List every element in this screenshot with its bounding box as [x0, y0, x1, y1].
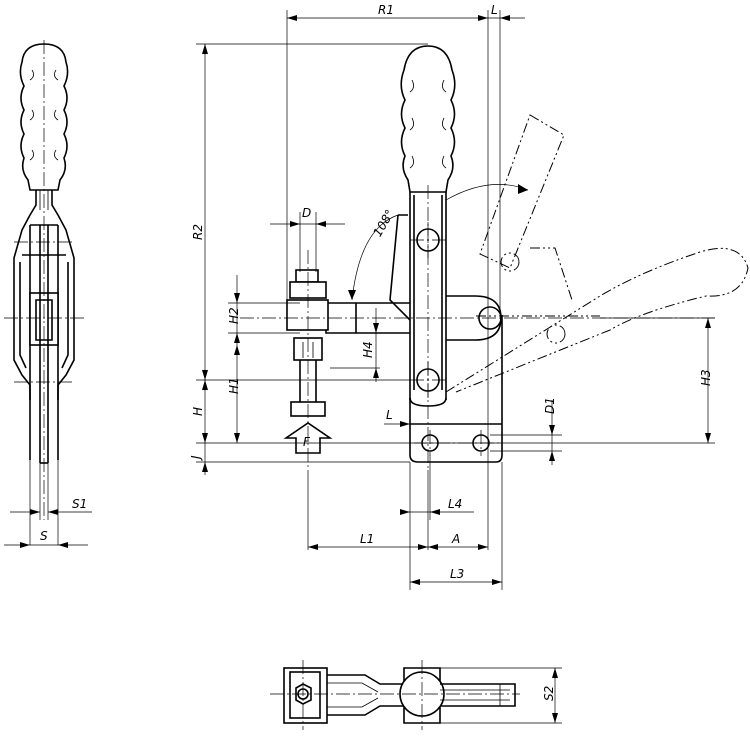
label-D: D	[302, 206, 311, 220]
top-view: S2	[270, 660, 562, 730]
side-view: S1 S	[4, 40, 92, 548]
phantom-handle	[445, 247, 749, 393]
label-L3: L3	[450, 567, 464, 581]
label-H3: H3	[699, 369, 713, 386]
label-A: A	[451, 532, 460, 546]
label-L1: L1	[360, 532, 374, 546]
label-H1: H1	[227, 377, 241, 394]
label-S1: S1	[72, 497, 87, 511]
label-H: H	[191, 407, 205, 416]
label-angle: 108°	[370, 207, 397, 239]
label-J: J	[189, 455, 203, 461]
label-S: S	[40, 529, 48, 543]
base-plate	[409, 315, 503, 463]
label-H4: H4	[361, 341, 375, 358]
force-arrow	[283, 422, 333, 454]
label-L-mid: L	[386, 408, 393, 422]
label-R1: R1	[378, 3, 394, 17]
dimensions: R1 L R2 D H2 H1 H J	[189, 3, 715, 590]
label-L-top: L	[491, 3, 498, 17]
label-F: F	[303, 435, 311, 449]
main-handle	[400, 45, 456, 193]
label-D1: D1	[543, 397, 557, 414]
label-L4: L4	[448, 497, 462, 511]
label-S2: S2	[542, 686, 556, 701]
label-R2: R2	[191, 224, 205, 240]
front-view: F 108°	[240, 45, 749, 470]
label-H2: H2	[227, 307, 241, 324]
